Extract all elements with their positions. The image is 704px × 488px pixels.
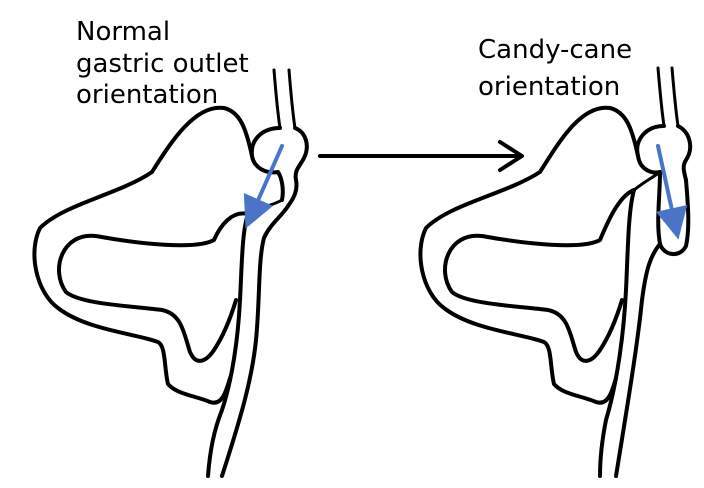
normal-stomach-drawing	[32, 68, 309, 478]
normal-label-line2: gastric outlet	[76, 49, 249, 79]
normal-label-line1: Normal	[76, 17, 170, 47]
candy-cane-stomach-drawing	[418, 66, 693, 478]
candy-cane-orientation-panel: Candy-cane orientation	[418, 35, 693, 478]
normal-label-line3: orientation	[76, 80, 218, 110]
transition-arrow-icon	[318, 140, 524, 172]
candy-cane-label-line1: Candy-cane	[478, 35, 632, 65]
candy-cane-label-line2: orientation	[478, 72, 620, 102]
flow-arrow-icon	[243, 144, 284, 229]
normal-orientation-panel: Normal gastric outlet orientation	[32, 17, 309, 478]
flow-arrow-icon	[655, 144, 688, 240]
